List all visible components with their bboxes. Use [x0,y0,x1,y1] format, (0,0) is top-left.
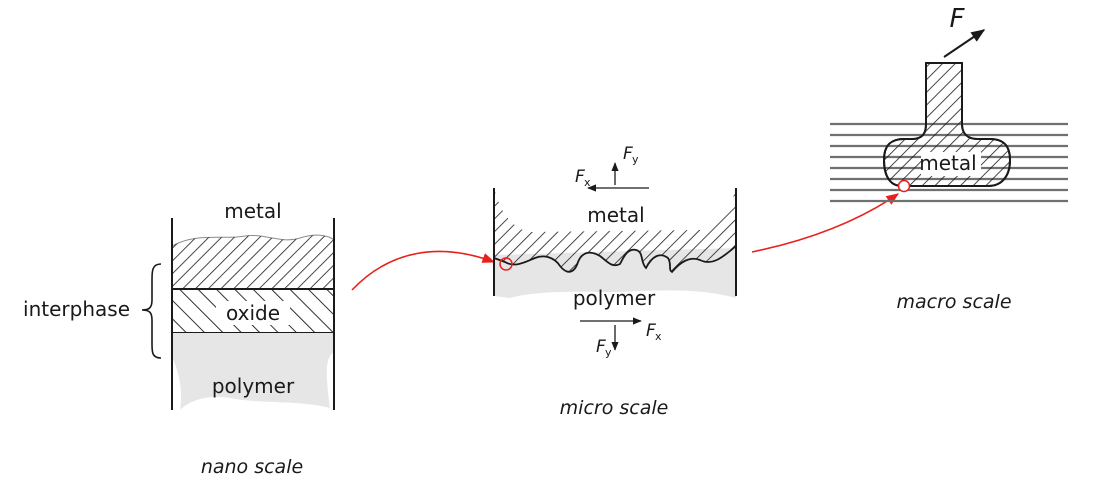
macro-scale-caption: macro scale [896,291,1011,313]
macro-metal-fill-backing [921,152,981,176]
micro-metal-hatched [494,188,736,272]
micro-metal-label: metal [587,203,644,227]
brace-icon [141,263,162,359]
micro-interface-profile [493,245,737,274]
interphase-label: interphase [23,297,130,321]
oxide-label-bg [216,301,290,325]
top-fx-symbol: F [575,167,585,187]
micro-magnifier-circle [499,257,513,271]
nano-scale-caption: nano scale [201,456,303,478]
nano-oxide-label: oxide [226,301,280,325]
bottom-fx-subscript: x [655,330,662,343]
micro-label-bg [578,203,654,227]
macro-metal-label: metal [919,151,976,175]
bottom-fy-symbol: F [596,337,606,357]
top-fy-symbol: F [623,144,633,164]
nano-scale-panel: metal oxide polymer interphase nano scal… [23,199,335,478]
callout-arrow-nano-to-micro [351,250,496,291]
macro-metal-outline [882,62,1012,187]
macro-scale-panel: metal F macro scale [830,4,1068,313]
nano-polymer-region [172,333,334,410]
micro-polymer-label: polymer [573,286,656,310]
nano-metal-label: metal [224,199,281,223]
bottom-fy-subscript: y [605,346,612,359]
macro-force-label: F [950,4,966,34]
nano-polymer-label: polymer [212,374,295,398]
top-fx-subscript: x [584,176,591,189]
nano-metal-boundary [171,234,335,247]
callout-arrow-micro-to-macro [751,193,900,253]
micro-scale-caption: micro scale [560,397,669,419]
macro-magnifier-circle [897,179,911,193]
micro-scale-panel: metal polymer F x F y F x F y micro scal… [493,144,737,419]
macro-force-arrow [943,29,986,58]
top-fy-subscript: y [632,153,639,166]
nano-metal-hatched [172,235,334,288]
bottom-fx-symbol: F [646,321,656,341]
